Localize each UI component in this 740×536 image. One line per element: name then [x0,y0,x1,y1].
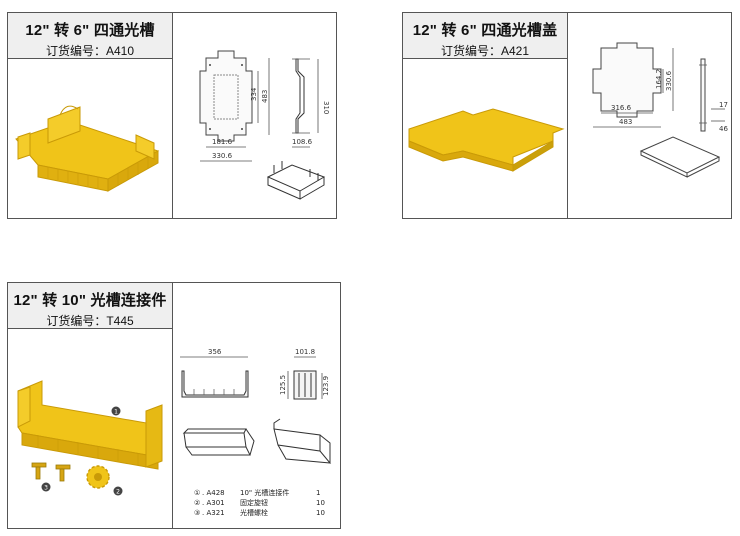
dim-164-2: 164.2 [655,69,663,89]
card-header: 12" 转 6" 四通光槽 订货编号：A410 [8,13,173,59]
part-num-1: ① [194,489,200,497]
dim-316-6: 316.6 [611,104,632,112]
product-card-a410: 12" 转 6" 四通光槽 订货编号：A410 [7,12,337,219]
part-num-2: ② [194,499,200,507]
dim-330-6: 330.6 [665,70,673,91]
dim-356: 356 [208,348,222,356]
dim-123-9: 123.9 [322,376,330,396]
part-name-3: 光槽螺栓 [240,508,268,517]
four-way-tray-illustration [15,105,160,192]
dim-108-6: 108.6 [292,138,313,146]
part-code-2: . A301 [202,499,225,507]
technical-drawing: 356 101.8 125.5 123.9 [174,283,340,528]
technical-drawing: 334 483 181.6 330.6 310 108.6 [174,13,336,218]
dim-101-8: 101.8 [295,348,315,356]
order-code: 订货编号：A421 [440,44,530,58]
dim-334: 334 [250,87,258,101]
callout-1: 1 [114,409,118,416]
dim-310: 310 [322,101,330,114]
product-title: 12" 转 6" 四通光槽盖 [412,22,558,39]
connector-kit-illustration: 1 2 3 [17,380,163,496]
part-num-3: ③ [194,509,200,517]
callout-2: 2 [116,489,120,496]
callout-3: 3 [44,485,48,492]
dim-330-6: 330.6 [212,152,233,160]
product-title: 12" 转 10" 光槽连接件 [13,292,167,309]
product-photo [8,59,173,218]
product-photo [403,59,568,218]
part-name-2: 固定旋钮 [240,498,268,507]
product-photo: 1 2 3 [8,329,173,528]
card-header: 12" 转 10" 光槽连接件 订货编号：T445 [8,283,173,329]
dim-125-5: 125.5 [279,375,287,395]
dim-181-6: 181.6 [212,138,233,146]
order-code: 订货编号：A410 [45,44,135,58]
product-card-a421: 12" 转 6" 四通光槽盖 订货编号：A421 164.2 330.6 316… [402,12,732,219]
cover-plate-illustration [408,108,565,172]
dim-483: 483 [261,90,269,103]
dim-17: 17 [719,101,728,109]
product-card-t445: 12" 转 10" 光槽连接件 订货编号：T445 1 [7,282,341,529]
order-code: 订货编号：T445 [46,314,134,328]
dim-46: 46 [719,125,728,133]
product-title: 12" 转 6" 四通光槽 [25,22,155,39]
parts-list: ① . A428 10" 光槽连接件 1 ② . A301 固定旋钮 10 ③ … [194,488,325,517]
part-name-1: 10" 光槽连接件 [240,488,289,497]
part-qty-3: 10 [316,509,325,517]
technical-drawing: 164.2 330.6 316.6 483 17 46 [569,13,731,218]
part-code-1: . A428 [202,489,225,497]
dim-483: 483 [619,118,632,126]
part-qty-2: 10 [316,499,325,507]
part-qty-1: 1 [316,489,320,497]
part-code-3: . A321 [202,509,225,517]
card-header: 12" 转 6" 四通光槽盖 订货编号：A421 [403,13,568,59]
